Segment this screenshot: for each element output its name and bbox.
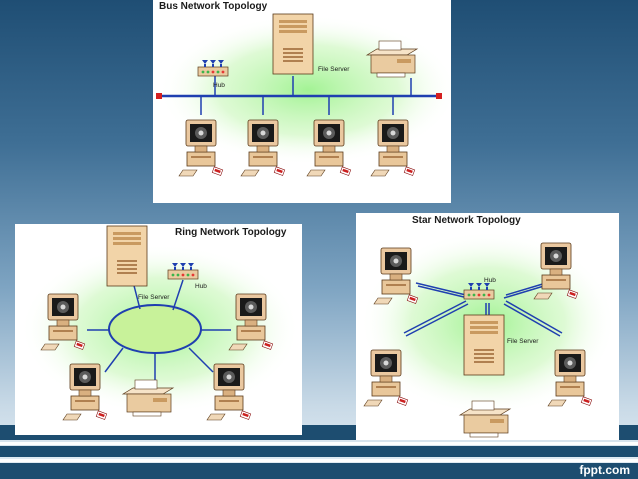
file-server-icon bbox=[106, 225, 148, 287]
footer-stripe bbox=[0, 446, 638, 457]
brand-label: fppt.com bbox=[579, 463, 630, 477]
server-label: File Server bbox=[507, 338, 539, 345]
file-server-icon bbox=[272, 13, 314, 75]
hub-label: Hub bbox=[213, 82, 225, 89]
server-label: File Server bbox=[138, 294, 170, 301]
file-server-icon bbox=[463, 314, 505, 376]
star-topology-diagram: Star Network Topology Hub File Server bbox=[356, 213, 619, 440]
hub-label: Hub bbox=[484, 277, 496, 284]
footer-stripe bbox=[0, 463, 638, 479]
footer-line bbox=[0, 459, 638, 462]
server-label: File Server bbox=[318, 66, 350, 73]
footer-line bbox=[0, 442, 638, 445]
hub-label: Hub bbox=[195, 283, 207, 290]
diagram-title: Ring Network Topology bbox=[175, 227, 287, 238]
ring-topology-diagram: Ring Network Topology Hub File Server bbox=[15, 224, 302, 435]
bus-topology-diagram: Bus Network Topology Hub File Server bbox=[153, 0, 451, 203]
diagram-title: Bus Network Topology bbox=[159, 1, 268, 12]
diagram-title: Star Network Topology bbox=[412, 215, 521, 226]
